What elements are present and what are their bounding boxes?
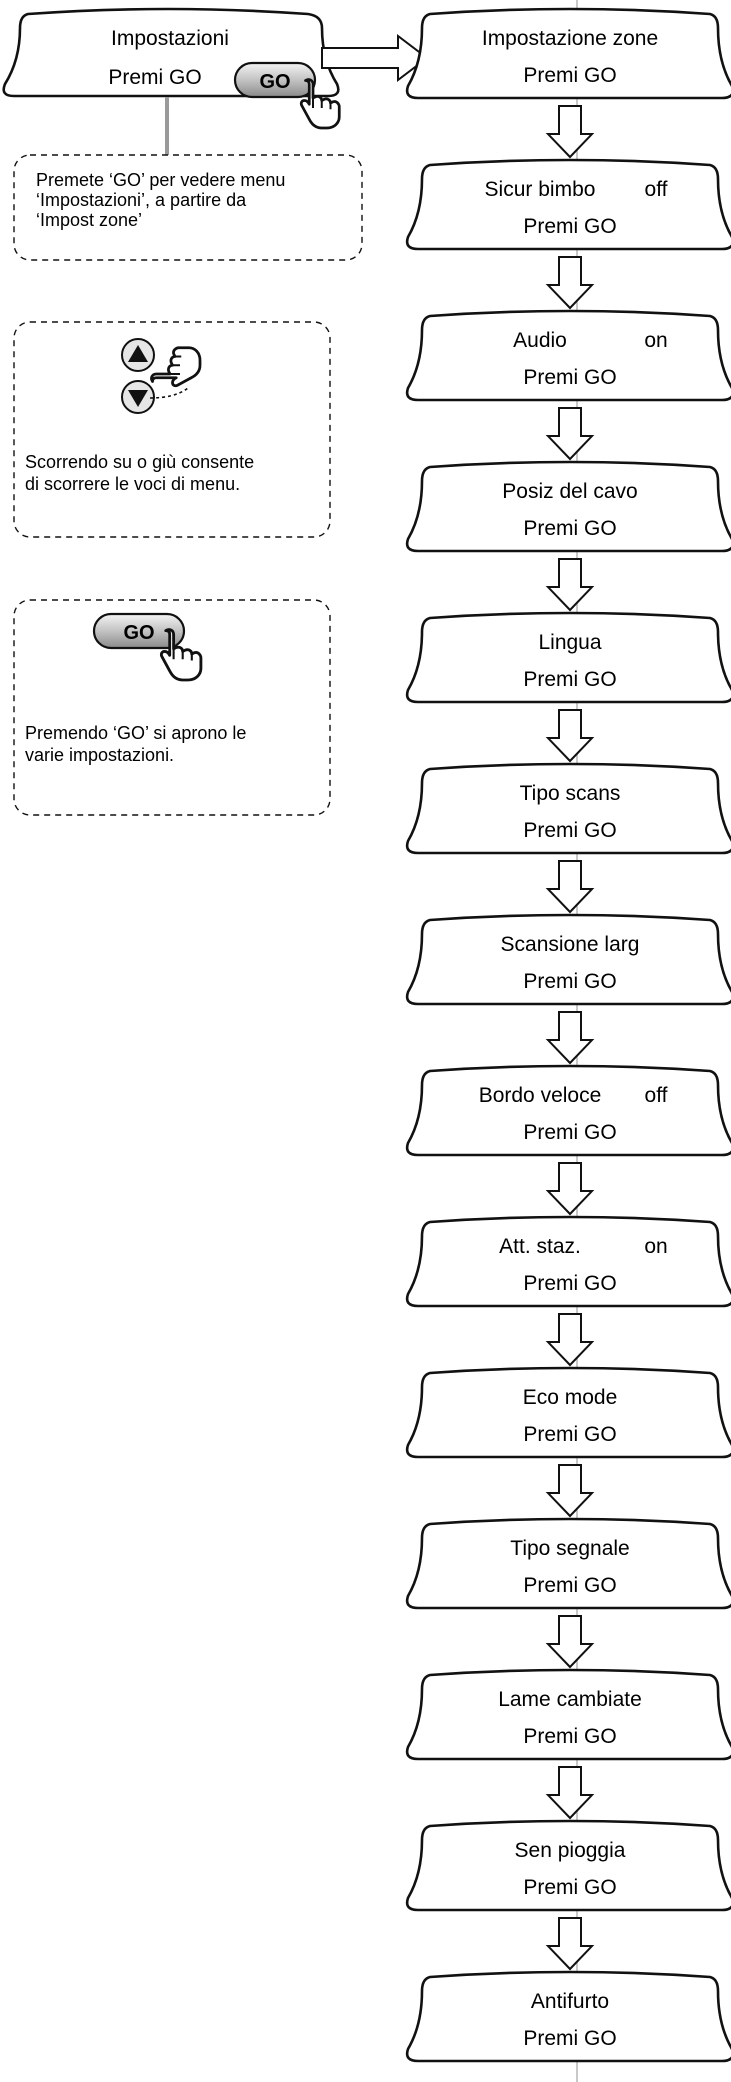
down-arrow-icon (545, 1917, 595, 1971)
menu-item-action: Premi GO (523, 1423, 616, 1446)
down-arrow-icon (545, 1011, 595, 1065)
down-arrow-icon (545, 407, 595, 461)
go-button[interactable]: GO (233, 61, 317, 99)
note-text: Premete ‘GO’ per vedere menu (36, 170, 285, 190)
menu-item-value: on (644, 1235, 667, 1258)
menu-item-title: Lingua (538, 631, 601, 654)
menu-item-action: Premi GO (523, 819, 616, 842)
down-arrow-icon (545, 860, 595, 914)
note-box-go: Premete ‘GO’ per vedere menu ‘Impostazio… (13, 154, 363, 261)
start-screen: Impostazioni Premi GO GO (2, 7, 341, 155)
menu-item-title: Antifurto (531, 1990, 609, 2013)
menu-item-action: Premi GO (523, 1121, 616, 1144)
menu-item-action: Premi GO (523, 1272, 616, 1295)
note-text: ‘Impostazioni’, a partire da (36, 190, 247, 210)
note-text: ‘Impost zone’ (36, 210, 142, 230)
down-arrow-icon (545, 1615, 595, 1669)
go-button[interactable]: GO (92, 612, 186, 650)
start-screen-title: Impostazioni (111, 27, 229, 50)
menu-item-action: Premi GO (523, 517, 616, 540)
menu-item-title: Sicur bimbo (485, 178, 596, 201)
menu-item-action: Premi GO (523, 64, 616, 87)
menu-item-title: Tipo segnale (510, 1537, 629, 1560)
menu-item-frame (405, 7, 731, 100)
pointing-hand-icon (149, 346, 202, 388)
down-arrow-icon (545, 105, 595, 159)
down-arrow-icon (545, 256, 595, 310)
menu-item-frame (405, 762, 731, 855)
down-arrow-icon (545, 558, 595, 612)
menu-item-title: Att. staz. (499, 1235, 581, 1258)
down-arrow-icon (545, 1766, 595, 1820)
menu-item-title: Scansione larg (501, 933, 640, 956)
note-box-open: GO Premendo ‘GO’ si aprono le varie impo… (13, 599, 331, 816)
swipe-dotted-icon (149, 387, 189, 399)
menu-item-frame (405, 1517, 731, 1610)
menu-item-value: on (644, 329, 667, 352)
down-arrow-icon (545, 1464, 595, 1518)
go-button-label: GO (123, 622, 154, 644)
note-text: Scorrendo su o giù consente (25, 452, 254, 472)
menu-item-action: Premi GO (523, 1574, 616, 1597)
menu-item-value: off (645, 178, 668, 201)
note-text: varie impostazioni. (25, 745, 174, 765)
menu-item-action: Premi GO (523, 1725, 616, 1748)
menu-item-action: Premi GO (523, 970, 616, 993)
menu-item-frame (405, 1819, 731, 1912)
menu-item-action: Premi GO (523, 2027, 616, 2050)
start-screen-action: Premi GO (108, 66, 201, 89)
down-arrow-icon (545, 709, 595, 763)
menu-item-title: Eco mode (523, 1386, 618, 1409)
menu-item-action: Premi GO (523, 215, 616, 238)
right-arrow-icon (321, 33, 429, 83)
menu-item-frame (405, 1970, 731, 2063)
menu-item-title: Posiz del cavo (502, 480, 637, 503)
down-arrow-icon (545, 1162, 595, 1216)
note-text: di scorrere le voci di menu. (25, 474, 240, 494)
down-arrow-icon (545, 1313, 595, 1367)
menu-item-frame (405, 611, 731, 704)
menu-item-title: Sen pioggia (515, 1839, 626, 1862)
menu-item-action: Premi GO (523, 668, 616, 691)
menu-item-title: Lame cambiate (498, 1688, 642, 1711)
menu-item-frame (405, 309, 731, 402)
menu-item-frame (405, 1064, 731, 1157)
menu-item-frame (405, 1366, 731, 1459)
note-box-scroll: Scorrendo su o giù consente di scorrere … (13, 321, 331, 538)
menu-item-frame (405, 913, 731, 1006)
menu-item-frame (405, 158, 731, 251)
menu-item-title: Tipo scans (520, 782, 621, 805)
menu-item-title: Impostazione zone (482, 27, 658, 50)
menu-item-frame (405, 1215, 731, 1308)
go-button-label: GO (259, 71, 290, 93)
menu-item-frame (405, 1668, 731, 1761)
menu-item-frame (405, 460, 731, 553)
menu-item-title: Bordo veloce (479, 1084, 602, 1107)
menu-item-action: Premi GO (523, 366, 616, 389)
menu-item-value: off (645, 1084, 668, 1107)
menu-item-action: Premi GO (523, 1876, 616, 1899)
note-text: Premendo ‘GO’ si aprono le (25, 723, 246, 743)
menu-item-title: Audio (513, 329, 567, 352)
